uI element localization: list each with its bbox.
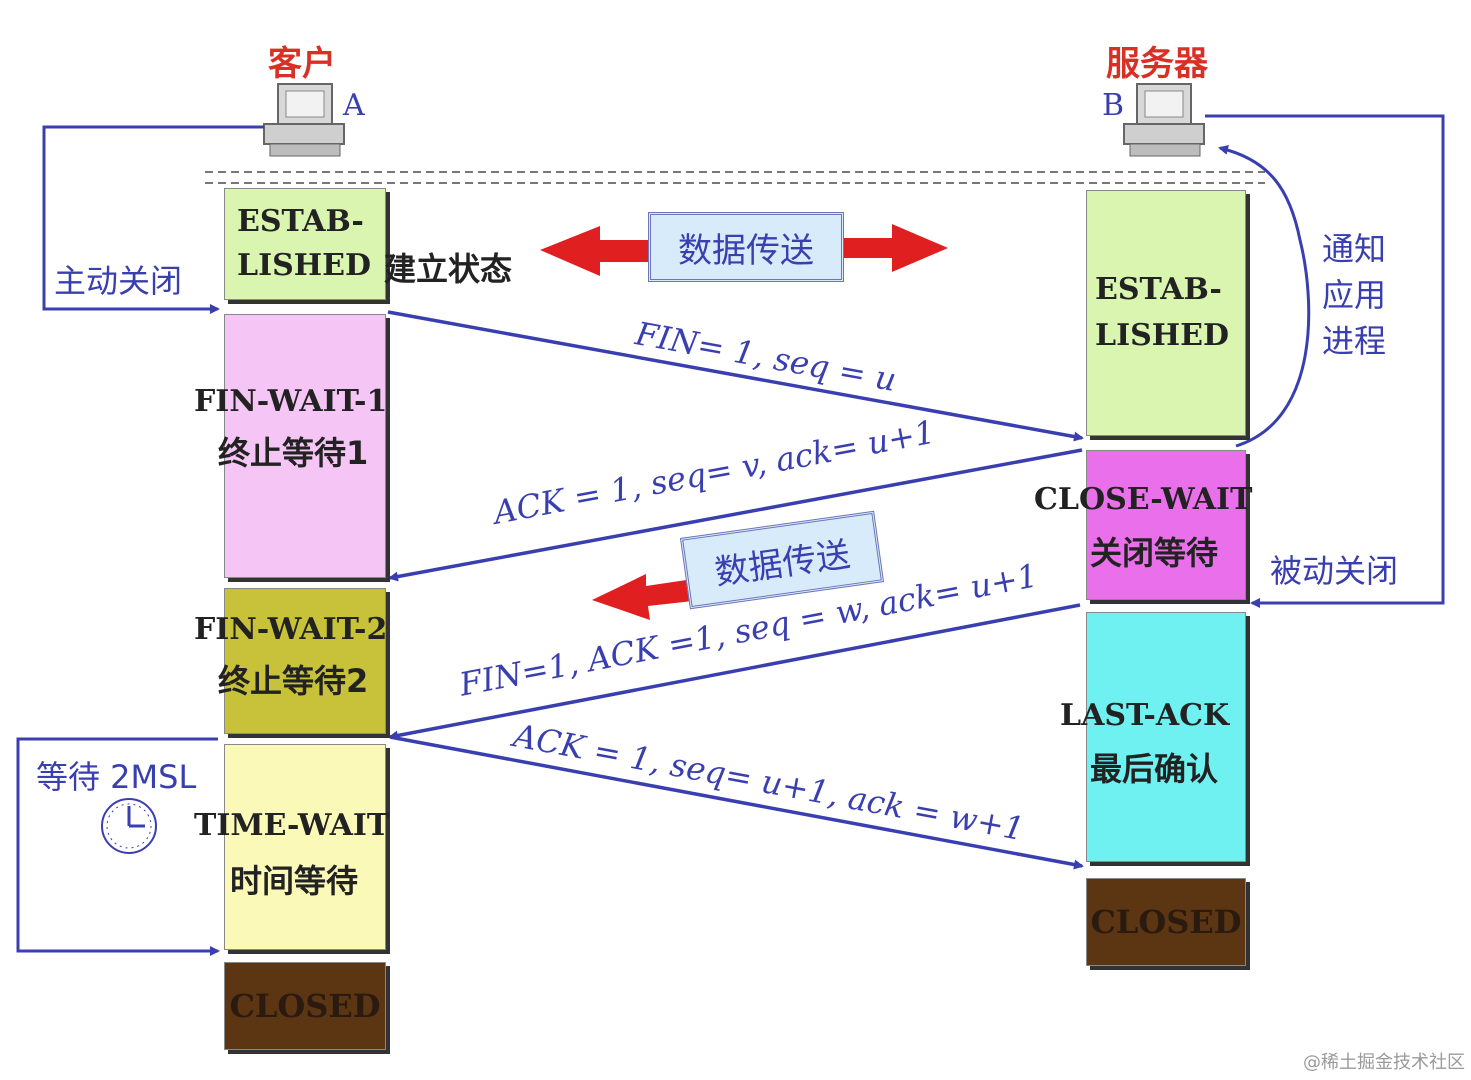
data-transfer-mid-arrow-icon xyxy=(592,574,702,620)
close-wait-zh-label: 关闭等待 xyxy=(1090,534,1219,572)
notify-app-label: 通知 应用 进程 xyxy=(1322,230,1387,360)
client-established-label: ESTAB- LISHED xyxy=(237,204,372,283)
client-fin-wait-1-block xyxy=(224,314,386,578)
active-close-label: 主动关闭 xyxy=(54,262,183,300)
fin-wait-2-zh-label: 终止等待2 xyxy=(218,662,369,700)
fin2-arrow xyxy=(388,603,1081,741)
client-established-suffix: 建立状态 xyxy=(384,250,513,288)
time-wait-label: TIME-WAIT xyxy=(194,808,390,843)
server-closed-block: CLOSED xyxy=(1086,878,1246,966)
ack2-arrow xyxy=(389,735,1084,870)
client-letter: A xyxy=(343,88,365,123)
data-transfer-top-box: 数据传送 xyxy=(648,212,844,282)
client-fin-wait-2-block xyxy=(224,588,386,734)
time-wait-zh-label: 时间等待 xyxy=(230,862,359,900)
server-letter: B xyxy=(1102,88,1125,123)
client-established-block: ESTAB- LISHED xyxy=(224,188,386,300)
fin-wait-1-label: FIN-WAIT-1 xyxy=(194,384,388,419)
wait-2msl-path xyxy=(16,737,220,956)
fin-wait-1-zh-label: 终止等待1 xyxy=(218,434,369,472)
last-ack-label: LAST-ACK xyxy=(1060,698,1230,733)
close-wait-label: CLOSE-WAIT xyxy=(1034,482,1253,517)
client-closed-block: CLOSED xyxy=(224,962,386,1050)
server-last-ack-block xyxy=(1086,612,1246,862)
clock-icon xyxy=(101,798,157,854)
ack1-arrow xyxy=(388,448,1083,582)
passive-close-label: 被动关闭 xyxy=(1270,552,1399,590)
active-close-path xyxy=(42,125,264,314)
fin1-arrow xyxy=(387,310,1084,442)
client-time-wait-block xyxy=(224,744,386,950)
computer-a-icon xyxy=(263,83,345,157)
client-closed-label: CLOSED xyxy=(229,987,381,1025)
notify-app-curve xyxy=(1218,145,1311,448)
watermark: @稀土掘金技术社区 xyxy=(1303,1052,1465,1073)
server-title: 服务器 xyxy=(1106,44,1208,84)
passive-close-path xyxy=(1205,114,1445,608)
server-close-wait-block xyxy=(1086,450,1246,600)
data-transfer-left-arrow-icon xyxy=(540,226,650,276)
server-established-block: ESTAB- LISHED xyxy=(1086,190,1246,436)
wait-2msl-label: 等待 2MSL xyxy=(36,758,197,796)
last-ack-zh-label: 最后确认 xyxy=(1090,750,1219,788)
server-established-label: ESTAB- LISHED xyxy=(1095,272,1230,353)
fin-wait-2-label: FIN-WAIT-2 xyxy=(194,612,388,647)
data-transfer-right-arrow-icon xyxy=(842,224,948,272)
client-title: 客户 xyxy=(268,44,336,84)
computer-b-icon xyxy=(1123,83,1205,157)
server-closed-label: CLOSED xyxy=(1090,903,1242,941)
